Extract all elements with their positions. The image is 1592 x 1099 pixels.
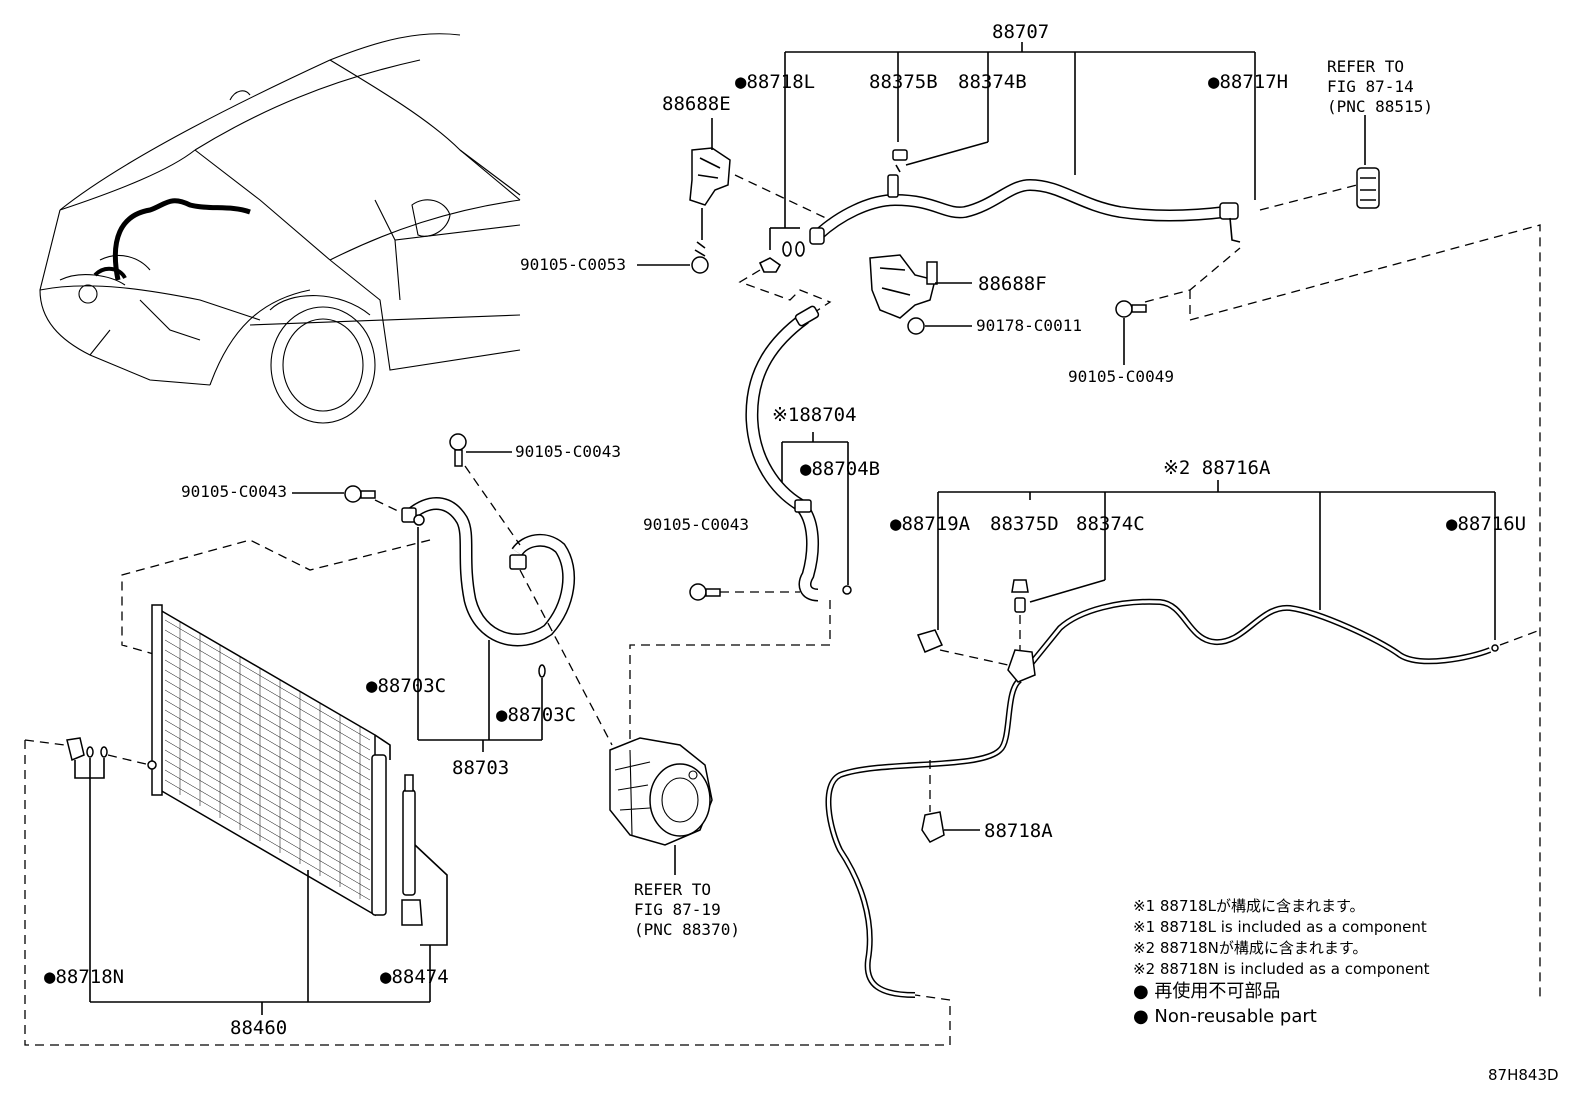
leader-lines-88460 [90, 1001, 430, 1015]
label-88460: 88460 [230, 1017, 287, 1039]
car-illustration [39, 33, 521, 424]
label-88688F: 88688F [978, 273, 1047, 295]
label-88704: ※188704 [772, 404, 857, 426]
label-88707: 88707 [992, 21, 1049, 43]
bolt-90105-C0043-top [449, 433, 521, 546]
hose-88703 [401, 497, 576, 678]
dash-boundary-bottom [24, 739, 951, 1046]
dash-lines-top [734, 174, 1541, 1000]
label-refer-8719-line1: REFER TO [634, 880, 711, 899]
label-88718A: 88718A [984, 820, 1053, 842]
leader-lines-88704 [781, 432, 849, 585]
label-88704B: ●88704B [800, 458, 880, 480]
label-88474: ●88474 [380, 966, 449, 988]
label-90178-C0011: 90178-C0011 [976, 316, 1082, 335]
label-90105-C0043-left: 90105-C0043 [181, 482, 287, 501]
note-2-en: ※2 88718N is included as a component [1133, 960, 1430, 978]
label-88688E: 88688E [662, 93, 731, 115]
label-88716U: ●88716U [1446, 513, 1526, 535]
label-88375B: 88375B [869, 71, 938, 93]
notes: ※1 88718Lが構成に含まれます。 ※1 88718L is include… [1133, 897, 1559, 1084]
bolt-90105-C0043-left [292, 485, 401, 513]
label-90105-C0053: 90105-C0053 [520, 255, 626, 274]
label-88703C-right: ●88703C [496, 704, 576, 726]
hose-88704 [745, 305, 852, 602]
label-88703C-left: ●88703C [366, 675, 446, 697]
bolt-90105-C0049 [1115, 300, 1147, 318]
figure-code: 87H843D [1488, 1066, 1559, 1084]
label-refer-8714-line3: (PNC 88515) [1327, 97, 1433, 116]
dash-lines-88716A [929, 615, 1541, 812]
note-1-en: ※1 88718L is included as a component [1133, 918, 1427, 936]
o-rings-88718L [758, 241, 805, 273]
label-refer-8719-line3: (PNC 88370) [634, 920, 740, 939]
label-refer-8719-line2: FIG 87-19 [634, 900, 721, 919]
fittings-88718N [66, 737, 151, 1002]
compressor [609, 737, 713, 875]
condenser-88460 [147, 604, 391, 1002]
label-88703: 88703 [452, 757, 509, 779]
callout-leaders [637, 115, 1366, 831]
leader-lines-88716A [937, 480, 1496, 640]
dash-lines-88703 [121, 539, 613, 746]
label-90105-C0043-middle: 90105-C0043 [643, 515, 749, 534]
pipe-88716A [825, 579, 1499, 998]
leader-lines-88707 [769, 42, 1256, 250]
bolt-90105-C0043-middle [689, 583, 800, 601]
connector-88515 [1356, 167, 1380, 209]
label-90105-C0043-top: 90105-C0043 [515, 442, 621, 461]
label-88374B: 88374B [958, 71, 1027, 93]
label-refer-8714-line1: REFER TO [1327, 57, 1404, 76]
label-88719A: ●88719A [890, 513, 971, 535]
hose-88707 [809, 149, 1241, 245]
note-3-en: ● Non-reusable part [1133, 1006, 1317, 1027]
label-88375D: 88375D [990, 513, 1059, 535]
leader-lines-88703 [417, 527, 543, 752]
note-3-jp: ● 再使用不可部品 [1133, 981, 1280, 1002]
note-1-jp: ※1 88718Lが構成に含まれます。 [1133, 897, 1364, 915]
label-88716A: ※2 88716A [1163, 457, 1271, 479]
labels: 88707 ●88718L 88375B 88374B ●88717H 8868… [44, 21, 1526, 1039]
dash-to-compressor [629, 600, 831, 745]
dryer-88474 [401, 774, 448, 1002]
bracket-88688F [869, 254, 938, 335]
label-88374C: 88374C [1076, 513, 1145, 535]
label-88718L: ●88718L [735, 71, 815, 93]
label-88718N: ●88718N [44, 966, 124, 988]
bracket-88688E [689, 147, 731, 274]
label-90105-C0049: 90105-C0049 [1068, 367, 1174, 386]
label-refer-8714-line2: FIG 87-14 [1327, 77, 1414, 96]
label-88717H: ●88717H [1208, 71, 1288, 93]
note-2-jp: ※2 88718Nが構成に含まれます。 [1133, 939, 1367, 957]
